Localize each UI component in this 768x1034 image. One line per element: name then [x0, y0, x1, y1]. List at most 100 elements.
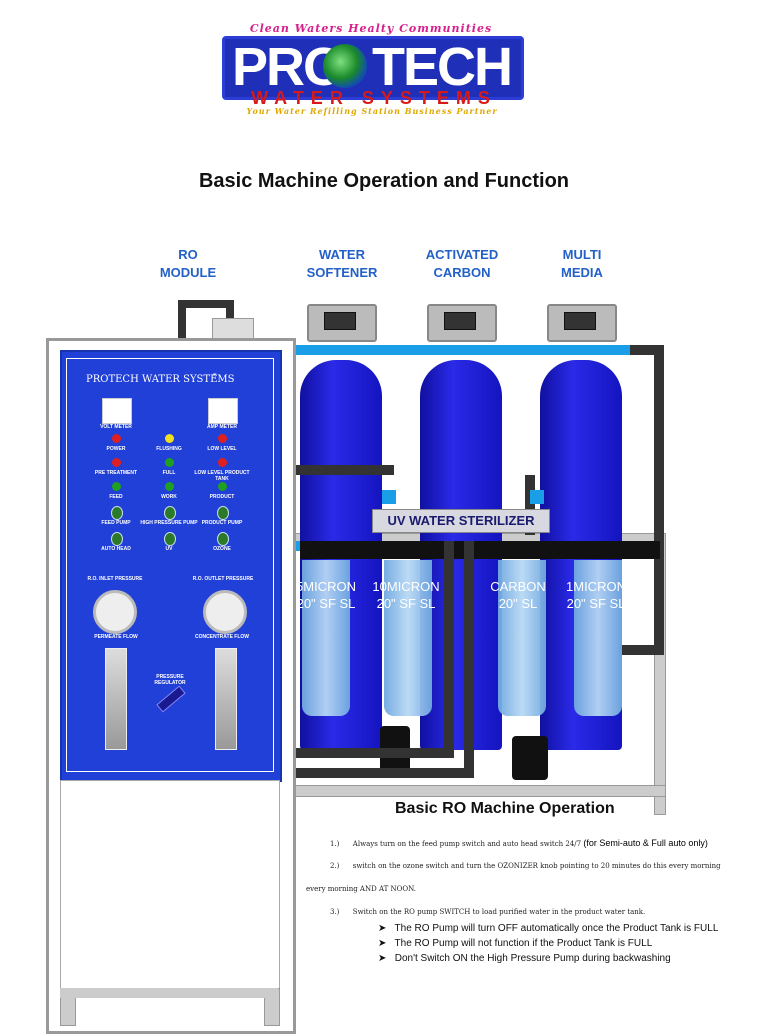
power-label: POWER	[106, 446, 126, 452]
filter-label-1micron-line2: 20" SF SL	[566, 596, 626, 611]
label-multi-media-line1: MULTI	[562, 247, 602, 262]
ro-inlet-pressure-gauge	[93, 590, 137, 634]
top-manifold-pipe	[294, 345, 640, 355]
ro-top-pipe-left	[178, 300, 186, 340]
step-3-number: 3.)	[330, 908, 340, 916]
product-led	[218, 482, 227, 491]
filter-label-5micron: 5MICRON 20" SF SL	[286, 578, 366, 612]
auto-head-switch[interactable]	[111, 532, 123, 546]
permeate-flow-label: PERMEATE FLOW	[94, 634, 138, 640]
manifold-return-pipe	[630, 345, 664, 355]
control-panel-border	[66, 358, 274, 772]
high-pressure-pump-label: HIGH PRESSURE PUMP	[140, 520, 198, 526]
label-water-softener-line1: WATER	[319, 247, 365, 262]
vertical-pipe-1	[444, 541, 454, 758]
label-activated-carbon: ACTIVATED CARBON	[418, 246, 506, 282]
low-level-label: LOW LEVEL	[207, 446, 237, 452]
step-3: 3.) Switch on the RO pump SWITCH to load…	[330, 908, 760, 916]
volt-meter	[102, 398, 132, 424]
globe-icon	[323, 44, 367, 88]
bullet-3: ➤ Don't Switch ON the High Pressure Pump…	[378, 953, 758, 964]
product-label: PRODUCT	[209, 494, 235, 500]
ozone-switch[interactable]	[217, 532, 229, 546]
pressure-regulator-label: PRESSURE REGULATOR	[154, 674, 186, 686]
label-activated-carbon-line2: CARBON	[433, 265, 491, 280]
filter-label-carbon-line2: 20" SL	[498, 596, 538, 611]
permeate-flowmeter	[105, 648, 127, 750]
high-pressure-pump-switch[interactable]	[164, 506, 176, 520]
step-1-number: 1.)	[330, 840, 340, 848]
amp-meter-label: AMP METER	[207, 424, 237, 430]
bullet-2: ➤ The RO Pump will not function if the P…	[378, 938, 758, 949]
filter-rack-bottom	[292, 785, 666, 797]
filter-label-carbon-line1: CARBON	[490, 579, 546, 594]
lower-pipe-2	[294, 768, 474, 778]
logo-tagline: Clean Waters Healty Communities	[249, 22, 493, 35]
arrow-bullet-icon: ➤	[378, 938, 387, 949]
uv-water-sterilizer: UV WATER STERILIZER	[372, 509, 550, 533]
label-activated-carbon-line1: ACTIVATED	[425, 247, 499, 262]
ro-inlet-pressure-label: R.O. INLET PRESSURE	[87, 576, 143, 582]
filter-label-10micron-line2: 20" SF SL	[376, 596, 436, 611]
step-2-number: 2.)	[330, 862, 340, 870]
label-water-softener: WATER SOFTENER	[300, 246, 384, 282]
operation-heading: Basic RO Machine Operation	[395, 800, 615, 817]
feed-label: FEED	[109, 494, 123, 500]
label-multi-media: MULTI MEDIA	[540, 246, 624, 282]
cabinet-lower-panel	[60, 780, 280, 992]
return-pipe-bottom	[622, 645, 664, 655]
full-label: FULL	[162, 470, 176, 476]
step-2-continued: every morning AND AT NOON.	[306, 885, 417, 893]
ro-top-pipe	[178, 300, 234, 308]
step-2: 2.) switch on the ozone switch and turn …	[330, 862, 760, 870]
filter-housing-10micron	[384, 560, 432, 716]
low-level-led	[218, 434, 227, 443]
step-2-text: switch on the ozone switch and turn the …	[352, 862, 721, 870]
feed-led	[112, 482, 121, 491]
multimedia-display	[564, 312, 596, 330]
filter-label-5micron-line2: 20" SF SL	[296, 596, 356, 611]
filter-label-10micron-line1: 10MICRON	[372, 579, 440, 594]
product-pump-switch[interactable]	[217, 506, 229, 520]
label-ro-module: RO MODULE	[148, 246, 228, 282]
bullet-1: ➤ The RO Pump will turn OFF automaticall…	[378, 923, 758, 934]
work-label: WORK	[161, 494, 177, 500]
logo-banner	[222, 36, 524, 100]
work-led	[165, 482, 174, 491]
softener-display	[324, 312, 356, 330]
low-level-tank-label: LOW LEVEL PRODUCT TANK	[194, 470, 250, 482]
panel-logo-icon: ≋	[212, 372, 217, 378]
bullet-2-text: The RO Pump will not function if the Pro…	[394, 938, 653, 949]
bullet-1-text: The RO Pump will turn OFF automatically …	[394, 923, 719, 934]
feed-pump-switch[interactable]	[111, 506, 123, 520]
step-1-text: Always turn on the feed pump switch and …	[352, 840, 582, 848]
uv-switch[interactable]	[164, 532, 176, 546]
arrow-bullet-icon: ➤	[378, 923, 387, 934]
lower-pipe-1	[294, 748, 454, 758]
power-led	[112, 434, 121, 443]
volt-meter-label: VOLT METER	[100, 424, 132, 430]
filter-label-1micron: 1MICRON 20" SF SL	[556, 578, 636, 612]
label-ro-module-line1: RO	[178, 247, 198, 262]
pre-treatment-led	[112, 458, 121, 467]
filter-label-carbon: CARBON 20" SL	[478, 578, 558, 612]
vertical-pipe-2	[464, 541, 474, 778]
control-panel	[60, 350, 282, 782]
product-pump	[512, 736, 548, 780]
bullet-3-text: Don't Switch ON the High Pressure Pump d…	[394, 953, 671, 964]
filter-label-10micron: 10MICRON 20" SF SL	[366, 578, 446, 612]
pre-treatment-label: PRE TREATMENT	[94, 470, 138, 476]
arrow-bullet-icon: ➤	[378, 953, 387, 964]
label-ro-module-line2: MODULE	[159, 265, 217, 280]
product-pump-label: PRODUCT PUMP	[201, 520, 243, 526]
ro-top-pipe-right	[226, 300, 234, 322]
filter-housing-carbon	[498, 560, 546, 716]
manifold-return-down	[654, 345, 664, 645]
uv-inlet-fitting	[382, 490, 396, 504]
cabinet-bottom-bar	[60, 988, 278, 998]
carbon-display	[444, 312, 476, 330]
page-title: Basic Machine Operation and Function	[198, 170, 570, 192]
low-level-tank-led	[218, 458, 227, 467]
flushing-led	[165, 434, 174, 443]
label-multi-media-line2: MEDIA	[561, 265, 603, 280]
